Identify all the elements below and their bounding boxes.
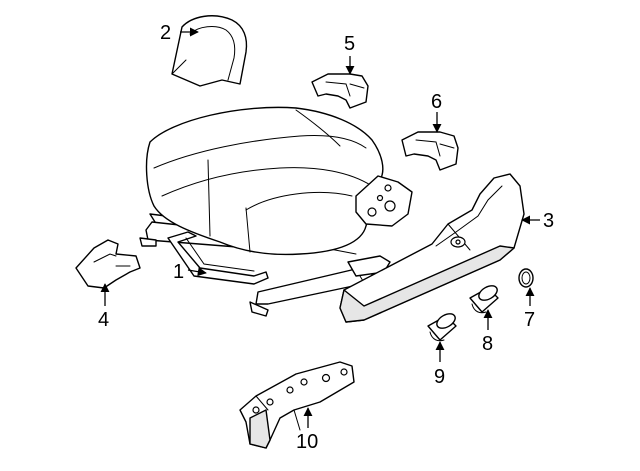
callout-7: 7 [524,309,535,331]
part-5-bracket-clip [311,73,369,109]
part-2-headrest-cover [171,15,248,87]
leader-1 [187,267,207,277]
part-10-lower-bracket [239,361,355,449]
part-4-side-trim [75,239,141,289]
callout-9: 9 [434,366,445,388]
part-3-side-shield [339,173,525,323]
leader-lines [100,27,540,428]
part-8-knob [469,285,499,314]
part-6-bracket-clip [401,131,459,171]
callout-3: 3 [543,210,554,232]
callout-2: 2 [160,22,171,44]
part-7-cap [518,268,534,288]
seat-cushion [145,106,384,256]
callout-4: 4 [98,309,109,331]
callout-1: 1 [173,261,184,283]
part-9-knob [427,313,457,342]
callout-numbers: 1 2 3 4 5 6 7 8 9 10 [98,22,554,453]
callout-6: 6 [431,91,442,113]
callout-8: 8 [482,333,493,355]
cushion-side-bracket [355,175,413,227]
callout-10: 10 [296,431,318,453]
callout-5: 5 [344,33,355,55]
